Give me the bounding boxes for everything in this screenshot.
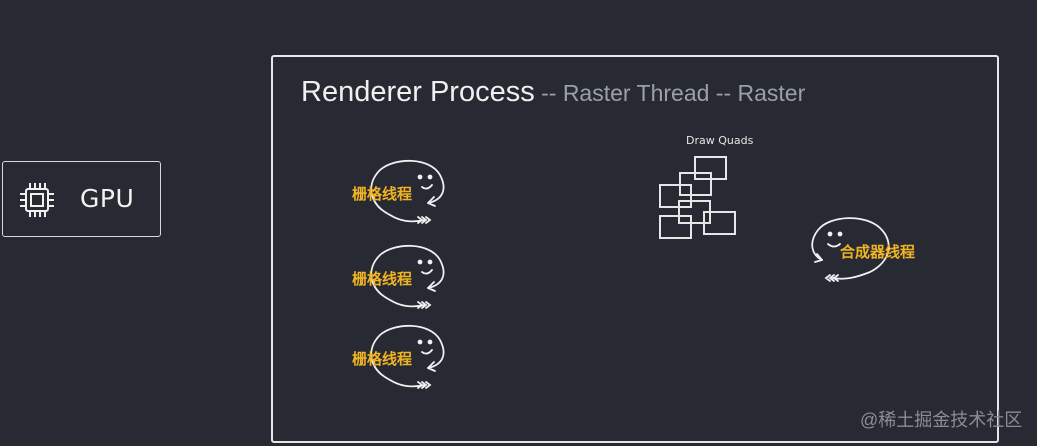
raster-thread-1: 栅格线程 — [350, 155, 470, 235]
smiley-thread-icon — [811, 217, 890, 282]
raster-thread-label: 栅格线程 — [352, 271, 413, 288]
smiley-thread-icon — [370, 244, 445, 309]
watermark: @稀土掘金技术社区 — [860, 410, 1023, 430]
gpu-label: GPU — [80, 184, 135, 213]
smiley-thread-icon — [370, 324, 445, 389]
raster-thread-3: 栅格线程 — [350, 320, 470, 400]
raster-thread-label: 栅格线程 — [352, 351, 413, 368]
compositor-thread: 合成器线程 — [800, 210, 920, 290]
raster-thread-label: 栅格线程 — [352, 186, 413, 203]
renderer-process-box — [271, 55, 999, 443]
process-subtitle-thread: -- Raster Thread — [534, 80, 710, 106]
smiley-thread-icon — [370, 159, 445, 224]
overlapping-quads-icon — [659, 156, 736, 239]
draw-quads-label: Draw Quads — [686, 134, 754, 147]
gpu-node: GPU — [2, 161, 161, 237]
cpu-chip-icon — [20, 183, 54, 217]
process-title: Renderer Process -- Raster Thread -- Ras… — [301, 76, 805, 109]
process-subtitle-raster: -- Raster — [709, 80, 806, 106]
raster-thread-2: 栅格线程 — [350, 240, 470, 320]
compositor-thread-label: 合成器线程 — [840, 244, 916, 261]
process-title-main: Renderer Process — [301, 76, 535, 108]
